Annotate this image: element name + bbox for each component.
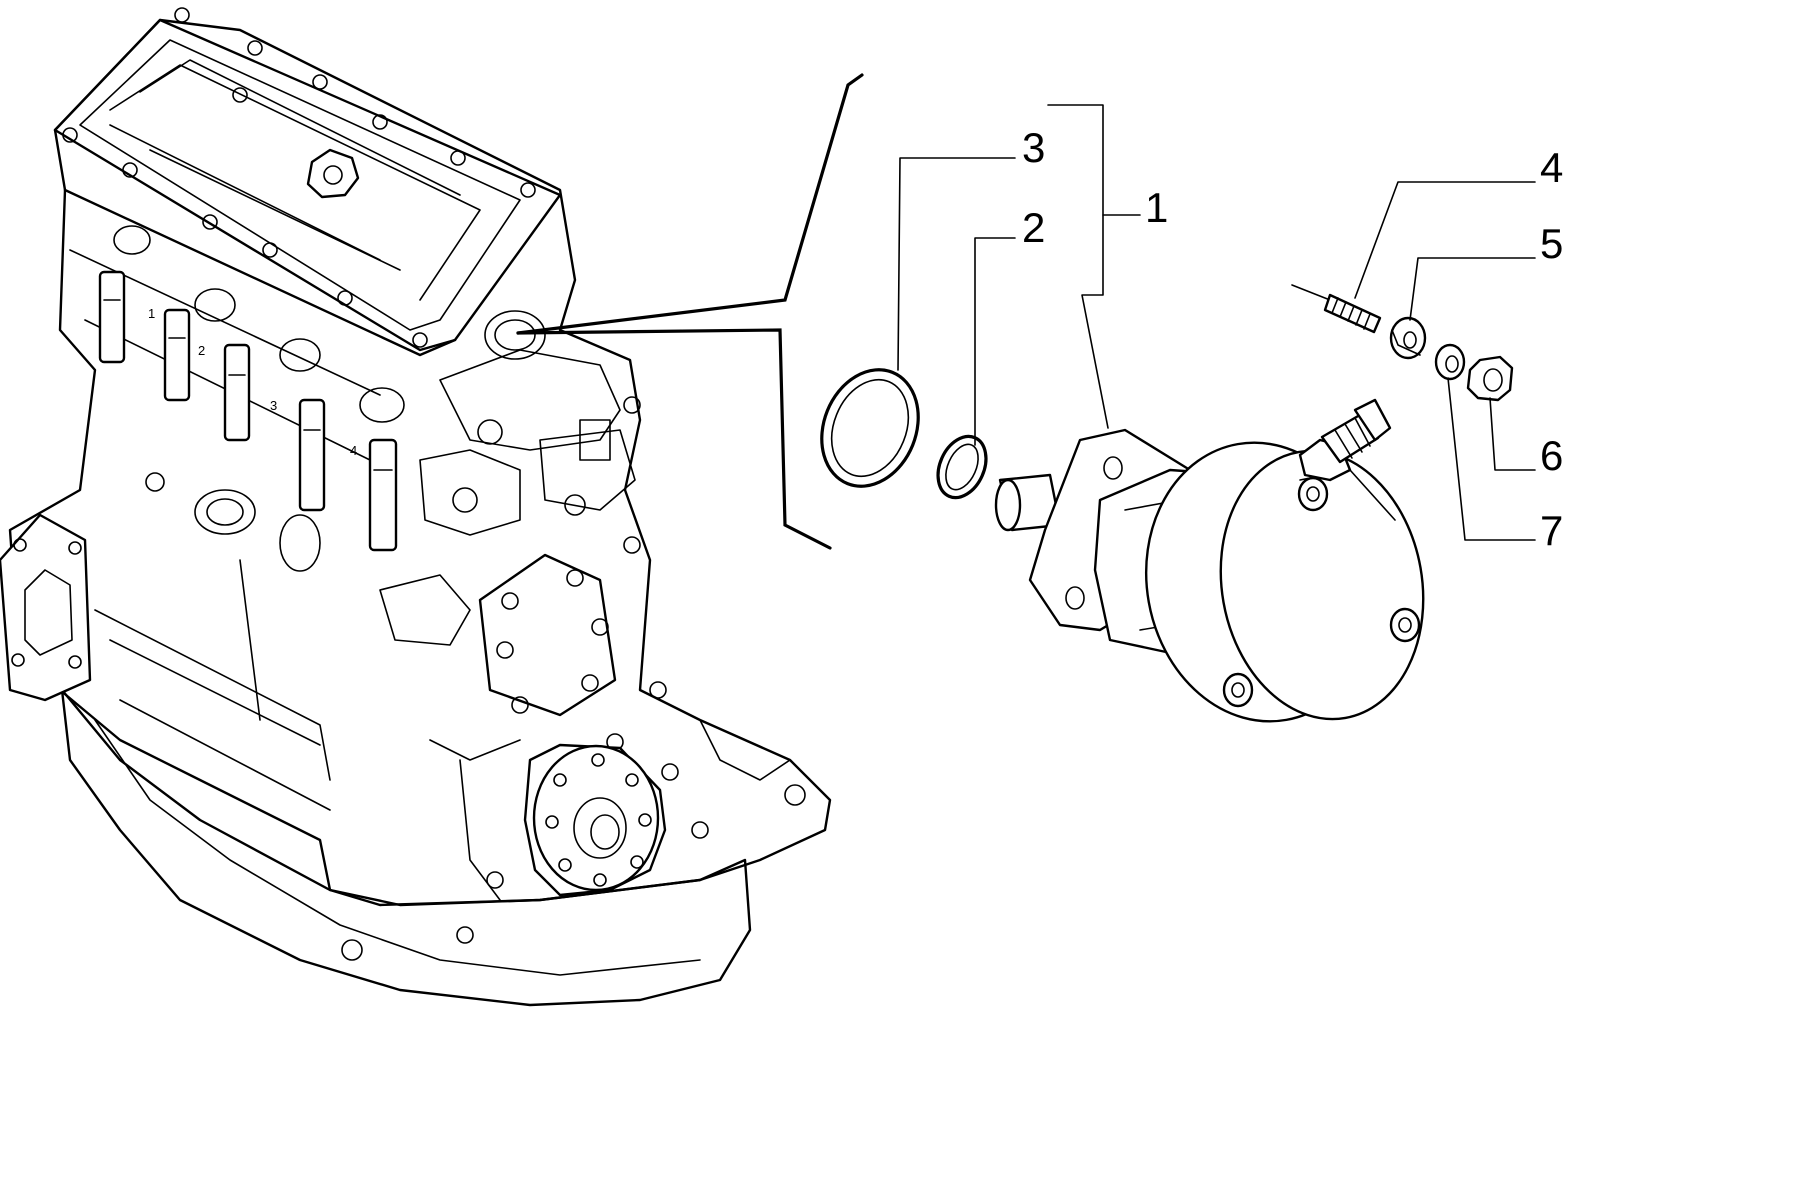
callout-1: 1: [1145, 184, 1168, 231]
callout-6: 6: [1540, 432, 1563, 479]
part-5-washer: [1389, 316, 1427, 360]
cylinder-mark-2: 2: [198, 343, 205, 358]
callout-labels: 3 2 1 4 5 6 7: [1022, 124, 1563, 554]
part-1-vacuum-pump: [994, 398, 1425, 723]
part-7-spring-washer: [1434, 343, 1466, 381]
engine-block-illustration: 1 2 3 4: [0, 7, 832, 1007]
callout-2: 2: [1022, 204, 1045, 251]
exploded-parts-diagram: 1 2 3 4: [0, 7, 1563, 1007]
callout-5: 5: [1540, 220, 1563, 267]
cylinder-mark-1: 1: [148, 306, 155, 321]
part-3-large-o-ring: [820, 368, 920, 488]
leader-lines: [897, 104, 1536, 541]
location-bracket: [516, 73, 864, 550]
part-2-small-o-ring: [936, 434, 988, 500]
part-6-nut: [1466, 355, 1514, 402]
cylinder-mark-4: 4: [350, 443, 357, 458]
cylinder-mark-3: 3: [270, 398, 277, 413]
callout-4: 4: [1540, 144, 1563, 191]
part-4-stud: [1291, 284, 1382, 334]
callout-3: 3: [1022, 124, 1045, 171]
callout-7: 7: [1540, 507, 1563, 554]
pulley-hub: [523, 743, 667, 897]
